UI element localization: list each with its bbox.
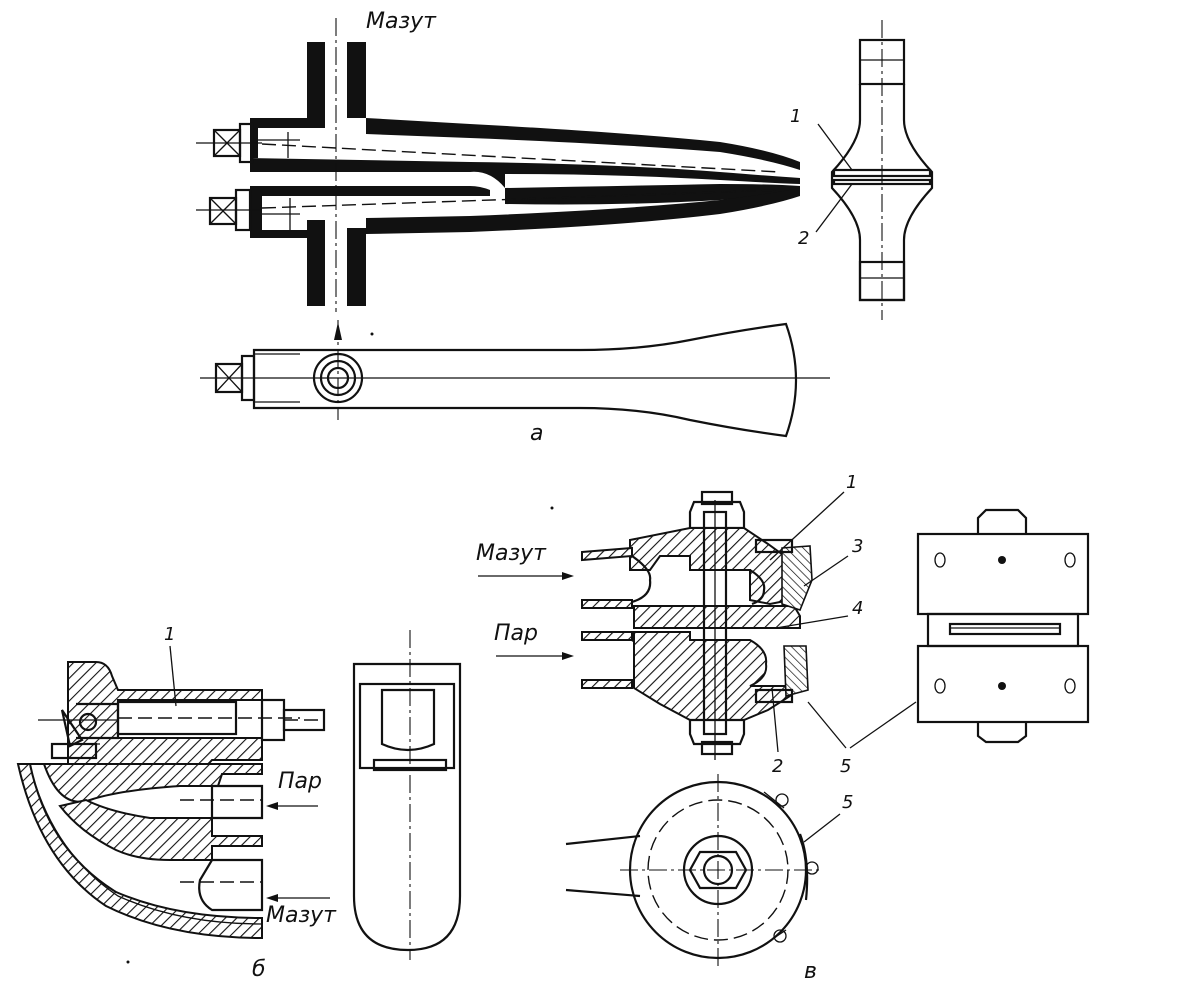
riser-bottom-wall-left	[307, 220, 325, 306]
riser-top-wall-right	[347, 42, 366, 118]
left-lower-lip	[250, 230, 307, 238]
view-label-v: в	[804, 959, 817, 984]
body-upper-left-lip	[250, 118, 325, 158]
inner-curved-wall	[58, 798, 263, 861]
callout-3-v: 3	[852, 536, 863, 557]
upper-casting	[629, 527, 791, 606]
body-lower-outer-wall	[250, 186, 490, 230]
view-a-end-view	[815, 20, 934, 320]
body-upper-outer-wall	[366, 118, 800, 170]
view-b-section	[16, 661, 326, 940]
view-label-a: а	[530, 421, 543, 446]
view-b-side-profile	[352, 630, 462, 960]
view-label-b: б	[252, 957, 266, 982]
separating-plate	[633, 605, 801, 629]
label-mazut-top: Мазут	[366, 9, 437, 34]
view-a-burner-section	[196, 18, 800, 312]
curved-casing	[18, 763, 263, 803]
callout-5-v-bottom: 5	[842, 792, 853, 813]
lower-casting	[633, 631, 791, 721]
label-par-v: Пар	[494, 621, 538, 646]
callout-5-v: 5	[840, 756, 851, 777]
callout-4-v: 4	[852, 598, 863, 619]
label-mazut-b: Мазут	[266, 903, 337, 928]
callout-1-v: 1	[846, 472, 857, 493]
body-middle-divider	[250, 158, 800, 188]
mazut-pipe	[581, 546, 633, 562]
callout-2-a: 2	[798, 228, 809, 249]
riser-bottom-wall-right	[347, 228, 366, 306]
body-lower-bottom-wall	[366, 188, 800, 234]
view-v-round-view	[565, 774, 820, 970]
view-a-plan-view	[200, 320, 830, 438]
callout-2-v: 2	[772, 756, 783, 777]
label-par-b: Пар	[278, 769, 322, 794]
view-v-face-view	[916, 508, 1090, 744]
callout-1-b: 1	[164, 624, 175, 645]
label-mazut-v: Мазут	[476, 541, 547, 566]
riser-top-wall-left	[307, 42, 325, 128]
view-v-section	[581, 490, 813, 760]
callout-1-a: 1	[790, 106, 801, 127]
